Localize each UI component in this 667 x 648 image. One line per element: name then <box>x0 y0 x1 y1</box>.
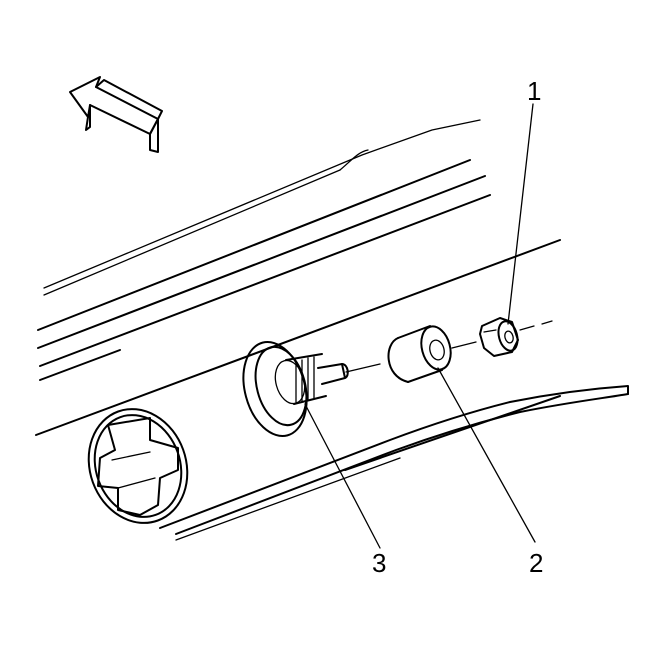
leader-lines <box>304 103 536 549</box>
callout-3: 3 <box>372 548 386 578</box>
leader-line-2 <box>437 367 536 543</box>
leader-line-3 <box>304 403 381 549</box>
leader-line-1 <box>507 103 534 325</box>
callout-2: 2 <box>529 548 543 578</box>
frame-access-hole <box>87 408 189 524</box>
frame-rail <box>35 119 629 541</box>
front-direction-arrow-icon <box>69 76 163 153</box>
part-2-spacer <box>387 325 477 383</box>
part-1-nut <box>479 317 553 357</box>
part-3-stud-assembly <box>242 340 381 438</box>
callout-1: 1 <box>527 76 541 106</box>
